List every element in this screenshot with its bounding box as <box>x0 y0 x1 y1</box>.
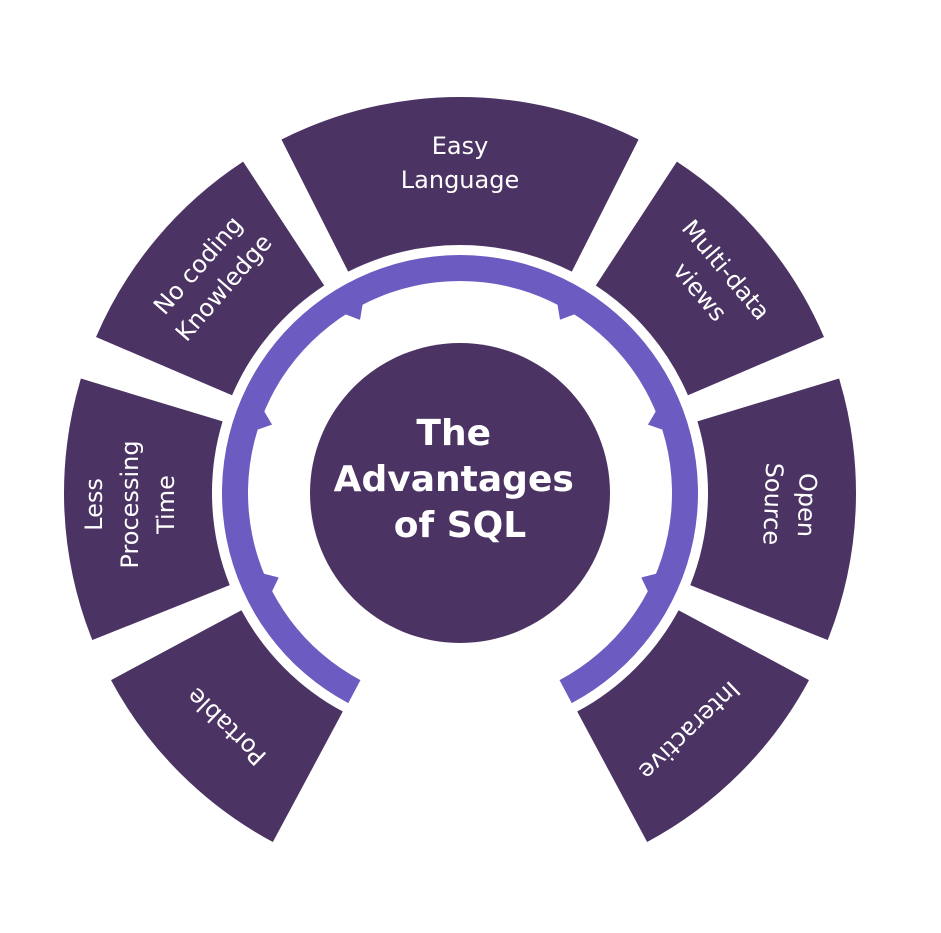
segment-less-processing-time <box>63 378 230 641</box>
ring-notch <box>647 409 665 431</box>
ring-notch <box>641 573 659 594</box>
ring-notch <box>343 302 363 320</box>
outer-segments <box>63 97 857 842</box>
center-title-line-1: The <box>416 413 491 454</box>
segment-label-line: Open <box>792 473 822 538</box>
ring-notch <box>255 409 273 431</box>
segment-label-line: Language <box>401 166 519 194</box>
segment-label-open-source: OpenSource <box>757 462 822 547</box>
inner-ring <box>221 254 699 704</box>
segment-portable <box>111 610 343 842</box>
center-circle <box>310 343 610 643</box>
segment-interactive <box>577 610 809 842</box>
segment-open-source <box>690 378 857 641</box>
segment-no-coding-knowledge <box>96 161 325 396</box>
segment-label-line: Source <box>757 462 788 545</box>
ring-notch <box>261 573 279 594</box>
segment-multi-data-views <box>595 161 824 396</box>
segment-label-less-processing-time: Less Processing Time <box>80 440 180 568</box>
segment-easy-language <box>281 97 639 272</box>
center-title: The Advantages of SQL <box>334 413 587 546</box>
segment-label-line: Less <box>80 478 108 531</box>
segment-label-line: Easy <box>432 132 489 160</box>
ring-notch <box>557 302 577 320</box>
center-title-line-2: Advantages <box>334 459 574 500</box>
segment-label-line: Processing <box>116 440 144 568</box>
segment-label-line: Time <box>152 475 180 535</box>
center-title-line-3: of SQL <box>394 505 526 546</box>
